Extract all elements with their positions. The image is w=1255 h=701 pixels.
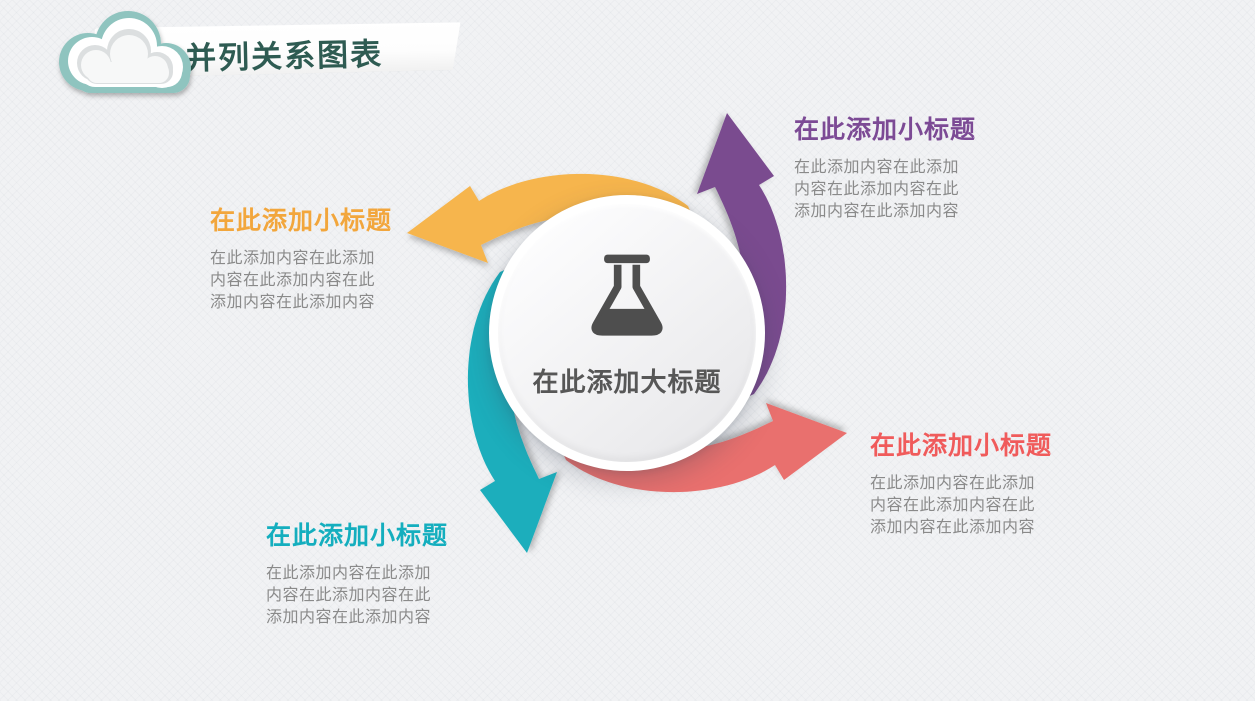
center-circle: 在此添加大标题 [489,195,765,471]
section-top-right: 在此添加小标题 在此添加内容在此添加 内容在此添加内容在此 添加内容在此添加内容 [794,110,976,223]
center-title: 在此添加大标题 [532,367,722,397]
body-line: 添加内容在此添加内容 [210,294,376,311]
body-line: 添加内容在此添加内容 [266,609,432,626]
section-left-title: 在此添加小标题 [210,207,393,235]
body-line: 添加内容在此添加内容 [870,519,1036,536]
section-bottom-left-title: 在此添加小标题 [266,522,449,550]
cloud-icon [59,11,191,93]
section-left: 在此添加小标题 在此添加内容在此添加 内容在此添加内容在此 添加内容在此添加内容 [210,201,392,314]
body-line: 内容在此添加内容在此 [870,497,1036,514]
body-line: 内容在此添加内容在此 [794,181,960,198]
flask-icon [591,254,663,336]
body-line: 在此添加内容在此添加 [870,475,1036,492]
page-title: 并列关系图表 [184,36,384,77]
section-right-body: 在此添加内容在此添加 内容在此添加内容在此 添加内容在此添加内容 [870,473,1052,539]
section-right-title: 在此添加小标题 [870,432,1053,460]
body-line: 在此添加内容在此添加 [266,565,432,582]
section-bottom-left-body: 在此添加内容在此添加 内容在此添加内容在此 添加内容在此添加内容 [266,563,448,629]
body-line: 在此添加内容在此添加 [210,250,376,267]
body-line: 内容在此添加内容在此 [266,587,432,604]
body-line: 添加内容在此添加内容 [794,203,960,220]
center-circle-face: 在此添加大标题 [498,204,756,462]
section-top-right-title: 在此添加小标题 [794,116,977,144]
section-top-right-body: 在此添加内容在此添加 内容在此添加内容在此 添加内容在此添加内容 [794,157,976,223]
body-line: 内容在此添加内容在此 [210,272,376,289]
body-line: 在此添加内容在此添加 [794,159,960,176]
section-left-body: 在此添加内容在此添加 内容在此添加内容在此 添加内容在此添加内容 [210,248,392,314]
section-bottom-left: 在此添加小标题 在此添加内容在此添加 内容在此添加内容在此 添加内容在此添加内容 [266,516,448,629]
section-right: 在此添加小标题 在此添加内容在此添加 内容在此添加内容在此 添加内容在此添加内容 [870,426,1052,539]
